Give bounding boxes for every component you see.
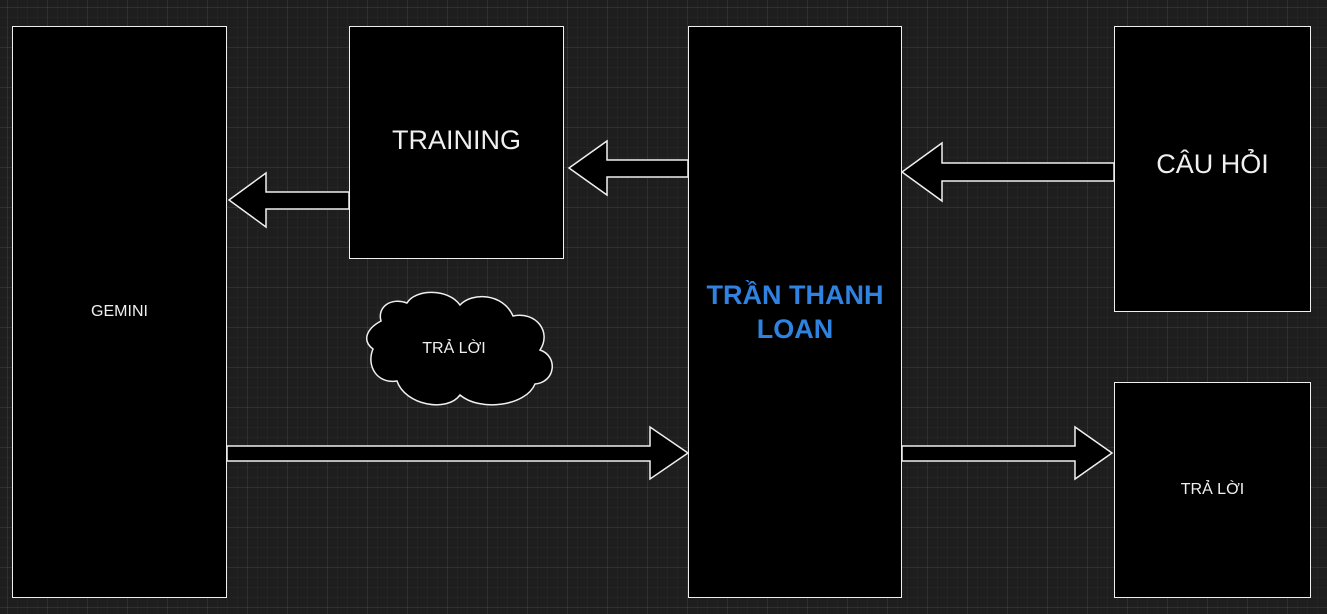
- question-label: CÂU HỎI: [1156, 148, 1269, 179]
- arrow-question-to-center[interactable]: [900, 141, 1115, 203]
- answer-cloud-label: TRẢ LỜI: [422, 340, 486, 357]
- arrow-training-to-gemini[interactable]: [227, 171, 350, 229]
- answer-label: TRẢ LỜI: [1180, 481, 1245, 498]
- training-label: TRAINING: [391, 125, 521, 155]
- arrow-center-to-answer[interactable]: [901, 425, 1114, 481]
- gemini-label: GEMINI: [91, 303, 148, 320]
- arrow-gemini-to-center[interactable]: [226, 425, 690, 481]
- arrow-center-to-training[interactable]: [567, 139, 689, 197]
- center-label: TRẦN THANH LOAN: [706, 280, 884, 344]
- answer-cloud: TRẢ LỜI: [366, 306, 542, 392]
- center-node[interactable]: TRẦN THANH LOAN: [688, 26, 902, 598]
- training-node[interactable]: TRAINING: [349, 26, 564, 259]
- gemini-node[interactable]: GEMINI: [12, 26, 227, 598]
- answer-node[interactable]: TRẢ LỜI: [1114, 382, 1311, 598]
- question-node[interactable]: CÂU HỎI: [1114, 26, 1311, 312]
